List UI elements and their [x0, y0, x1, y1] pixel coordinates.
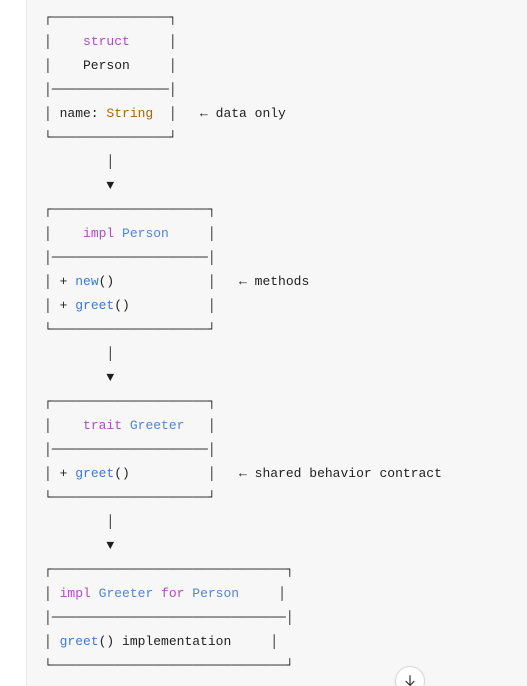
arrow-down-icon	[405, 675, 415, 686]
diagram-line: │	[44, 154, 114, 169]
diagram-line: ▼	[44, 538, 114, 553]
diagram-line: │	[44, 514, 114, 529]
diagram-line: │ + greet() │ ← shared behavior contract	[44, 466, 442, 481]
diagram-token	[122, 418, 130, 433]
diagram-token	[153, 586, 161, 601]
diagram-line: ▼	[44, 178, 114, 193]
diagram-line: │ impl Person │	[44, 226, 216, 241]
diagram-token: └──────────────────────────────┘	[44, 658, 294, 673]
diagram-line: ┌────────────────────┐	[44, 394, 216, 409]
diagram-token: │	[168, 226, 216, 241]
diagram-token: │	[239, 586, 286, 601]
diagram-line: │	[44, 346, 114, 361]
diagram-line: │ trait Greeter │	[44, 418, 216, 433]
diagram-token: greet	[75, 298, 115, 313]
diagram-token: └────────────────────┘	[44, 490, 216, 505]
diagram-token: trait	[83, 418, 123, 433]
diagram-token: │────────────────────│	[44, 442, 216, 457]
diagram-token: for	[161, 586, 185, 601]
diagram-token: struct	[83, 34, 130, 49]
diagram-token: │ Person │	[44, 58, 177, 73]
diagram-line: ▼	[44, 370, 114, 385]
diagram-token: │ name:	[44, 106, 107, 121]
diagram-line: │ + new() │ ← methods	[44, 274, 309, 289]
diagram-token: () │	[114, 298, 216, 313]
diagram-token: ▼	[44, 538, 115, 553]
diagram-line: └───────────────┘	[44, 130, 177, 145]
diagram-token: Greeter	[129, 418, 185, 433]
diagram-line: │ impl Greeter for Person │	[44, 586, 286, 601]
diagram-line: │ greet() implementation │	[44, 634, 278, 649]
diagram-line: └────────────────────┘	[44, 322, 216, 337]
diagram-token: │──────────────────────────────│	[44, 610, 294, 625]
ascii-diagram: ┌───────────────┐ │ struct │ │ Person │ …	[44, 6, 442, 678]
code-block	[26, 0, 527, 686]
diagram-line: │ Person │	[44, 58, 177, 73]
diagram-token: │	[184, 418, 216, 433]
diagram-token	[91, 586, 99, 601]
diagram-line: │ name: String │ ← data only	[44, 106, 286, 121]
diagram-token	[114, 226, 122, 241]
diagram-token: Greeter	[98, 586, 154, 601]
diagram-line: │────────────────────│	[44, 442, 216, 457]
diagram-token: │ +	[44, 274, 76, 289]
diagram-line: ┌────────────────────┐	[44, 202, 216, 217]
diagram-token: Person	[122, 226, 169, 241]
diagram-token: └───────────────┘	[44, 130, 177, 145]
diagram-line: └──────────────────────────────┘	[44, 658, 294, 673]
diagram-line: └────────────────────┘	[44, 490, 216, 505]
diagram-token: ▼	[44, 178, 115, 193]
diagram-token: │ +	[44, 298, 76, 313]
diagram-token: │	[44, 586, 60, 601]
diagram-token: │	[44, 418, 84, 433]
diagram-token: ▼	[44, 370, 115, 385]
diagram-token: ┌──────────────────────────────┐	[44, 562, 294, 577]
diagram-line: │───────────────│	[44, 82, 177, 97]
diagram-token: () implementation │	[98, 634, 279, 649]
diagram-token: │───────────────│	[44, 82, 177, 97]
diagram-line: │ + greet() │	[44, 298, 216, 313]
diagram-token: ┌───────────────┐	[44, 10, 177, 25]
diagram-line: │ struct │	[44, 34, 177, 49]
diagram-token: greet	[75, 466, 115, 481]
diagram-token: () │ ← methods	[98, 274, 310, 289]
diagram-token: │────────────────────│	[44, 250, 216, 265]
diagram-token: └────────────────────┘	[44, 322, 216, 337]
diagram-token: │	[44, 514, 115, 529]
diagram-line: ┌──────────────────────────────┐	[44, 562, 294, 577]
diagram-line: │────────────────────│	[44, 250, 216, 265]
diagram-token: new	[75, 274, 99, 289]
diagram-token: impl	[59, 586, 91, 601]
diagram-token: ┌────────────────────┐	[44, 202, 216, 217]
diagram-token: │ +	[44, 466, 76, 481]
diagram-token: String	[106, 106, 154, 121]
diagram-token: Person	[192, 586, 240, 601]
diagram-token: │	[44, 346, 115, 361]
diagram-line: ┌───────────────┐	[44, 10, 177, 25]
diagram-line: │──────────────────────────────│	[44, 610, 294, 625]
diagram-token: │	[129, 34, 177, 49]
diagram-token: │ ← data only	[153, 106, 286, 121]
diagram-token: impl	[83, 226, 115, 241]
diagram-token: greet	[59, 634, 99, 649]
diagram-token: │	[44, 634, 60, 649]
diagram-token: ┌────────────────────┐	[44, 394, 216, 409]
diagram-token: │	[44, 34, 84, 49]
diagram-token: │	[44, 226, 84, 241]
diagram-token: () │ ← shared behavior contract	[114, 466, 442, 481]
diagram-token: │	[44, 154, 115, 169]
